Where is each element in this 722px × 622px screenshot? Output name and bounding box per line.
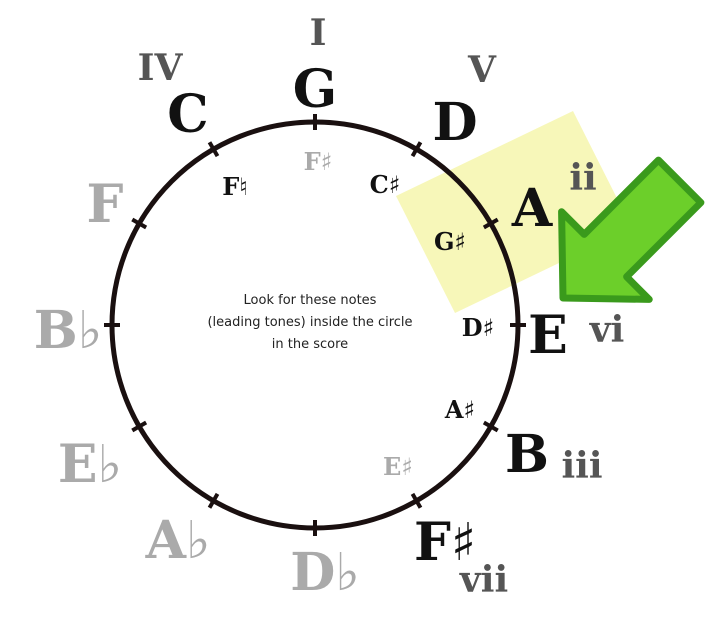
roman-c: IV [138,47,184,89]
outer-notes: G I D V A ii E vi B iii F♯ vii D♭ A♭ E♭ … [34,12,625,603]
tick-mark [410,141,423,158]
inner-a-sharp: A♯ [444,395,475,424]
roman-b: iii [561,445,602,487]
note-e: E [528,305,568,366]
tick-mark [410,492,423,509]
note-b: B [505,424,549,485]
inner-g-sharp: G♯ [434,227,466,256]
note-e-flat: E♭ [58,434,122,495]
note-a-flat: A♭ [145,510,211,571]
note-f: F [87,174,124,235]
note-g: G [293,59,337,120]
note-b-flat: B♭ [34,300,102,361]
inner-d-sharp: D♯ [462,313,494,342]
note-f-sharp: F♯ [414,512,476,573]
caption: Look for these notes (leading tones) ins… [207,293,412,352]
tick-marks [104,114,526,536]
roman-e: vi [589,309,625,351]
inner-notes: F♯ C♯ G♯ D♯ A♯ E♯ F♮ [222,147,494,481]
tick-mark [482,217,499,230]
roman-d: V [467,49,497,91]
note-d-flat: D♭ [290,542,360,603]
inner-c-sharp: C♯ [370,170,401,199]
inner-f-sharp: F♯ [304,147,333,176]
caption-line-2: (leading tones) inside the circle [207,315,412,330]
roman-g: I [310,12,327,54]
note-a: A [511,178,553,239]
caption-line-3: in the score [272,337,348,352]
tick-mark [482,420,499,433]
note-d: D [432,92,477,153]
highlight-box [396,111,632,313]
inner-e-sharp: E♯ [383,452,413,481]
roman-f-sharp: vii [459,559,508,601]
tick-mark [207,492,220,509]
tick-mark [207,141,220,158]
caption-line-1: Look for these notes [244,293,377,308]
tick-mark [131,420,148,433]
inner-f-natural: F♮ [222,172,248,201]
note-c: C [167,84,208,145]
tick-mark [131,217,148,230]
green-arrow-icon [558,156,705,303]
roman-a: ii [569,157,596,199]
